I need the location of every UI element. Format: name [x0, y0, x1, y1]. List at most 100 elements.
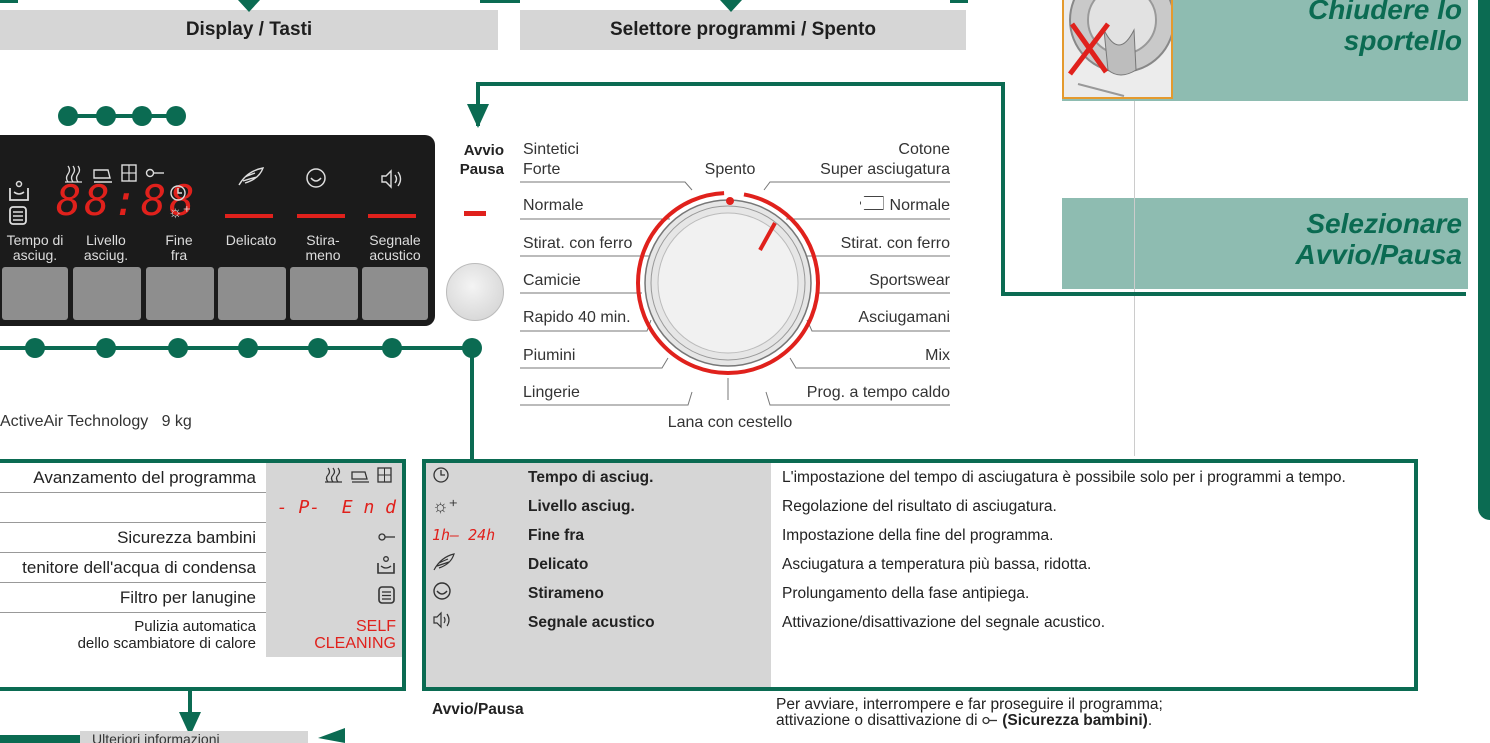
filter-icon-small [378, 585, 395, 604]
program-left-2: Normale [523, 197, 584, 214]
sun-icon: ☼⁺ [432, 496, 458, 516]
symbol-row-filter: Filtro per lanugine [0, 582, 402, 613]
sun-icon-panel: ☼⁺ [168, 204, 192, 221]
dot-bottom-5 [308, 338, 328, 358]
ironing-button[interactable] [290, 267, 358, 320]
normal-tag-icon [859, 196, 884, 210]
container-icon [9, 180, 29, 201]
dot-top-4 [166, 106, 186, 126]
program-left-3: Stirat. con ferro [523, 235, 633, 252]
feather-icon-panel [238, 167, 265, 186]
dot-bottom-3 [168, 338, 188, 358]
program-bottom-wool: Lana con cestello [667, 414, 793, 431]
start-pause-led [464, 211, 486, 216]
btn-label-delicate: Delicato [225, 232, 277, 248]
dot-bottom-1 [25, 338, 45, 358]
program-right-7: Prog. a tempo caldo [806, 384, 950, 401]
start-pause-button[interactable] [446, 263, 504, 321]
dot-bottom-6 [382, 338, 402, 358]
clock-icon [433, 467, 449, 483]
dot-top-2 [96, 106, 116, 126]
door-illustration [1062, 0, 1173, 99]
symbol-row-end: - P- E n d [0, 492, 402, 523]
program-right-4: Sportswear [869, 272, 950, 289]
top-connectors [0, 0, 968, 12]
start-pause-name: Avvio/Pausa [432, 701, 524, 718]
key-icon [378, 532, 395, 541]
speaker-icon [433, 611, 450, 629]
signal-indicator [368, 214, 416, 218]
delicate-button[interactable] [218, 267, 286, 320]
select-start-text: Selezionare Avvio/Pausa [1295, 208, 1462, 270]
function-row-drying-level: ☼⁺ Livello asciug. Regolazione del risul… [432, 496, 1057, 516]
smile-icon-panel [306, 168, 326, 188]
program-left-6: Piumini [523, 347, 576, 364]
end-in-range: 1h– 24h [432, 526, 496, 544]
container-icon-small [377, 556, 395, 574]
program-right-6: Mix [925, 347, 950, 364]
feather-icon [433, 553, 455, 571]
end-display: - P- E n d [276, 497, 396, 518]
program-left-5: Rapido 40 min. [523, 309, 631, 326]
program-right-3: Stirat. con ferro [840, 235, 950, 252]
start-pause-desc: Per avviare, interrompere e far prosegui… [776, 696, 1163, 729]
delicate-indicator [225, 214, 273, 218]
symbol-row-progress: Avanzamento del programma [0, 463, 402, 493]
dot-bottom-2 [96, 338, 116, 358]
signal-button[interactable] [362, 267, 428, 320]
header-display-keys: Display / Tasti [0, 10, 498, 50]
select-start-panel [1062, 198, 1468, 289]
functions-divider [426, 687, 1414, 691]
program-top-off: Spento [704, 161, 756, 178]
bottom-note-badge [0, 735, 80, 743]
program-dial[interactable] [520, 130, 960, 415]
btn-label-ironing: Stira-meno [305, 232, 341, 263]
key-icon-inline [982, 716, 997, 725]
drying-level-button[interactable] [73, 267, 141, 320]
smile-icon [433, 582, 451, 600]
end-in-button[interactable] [146, 267, 214, 320]
close-door-text: Chiudere lo sportello [1307, 0, 1462, 56]
door-icon [1068, 0, 1171, 97]
program-left-4: Camicie [523, 272, 581, 289]
symbol-row-container: tenitore dell'acqua di condensa [0, 552, 402, 583]
program-right-2: Normale [760, 196, 950, 216]
progress-icons [65, 164, 164, 183]
function-row-end-in: 1h– 24h Fine fra Impostazione della fine… [432, 526, 1054, 544]
dot-bottom-4 [238, 338, 258, 358]
function-row-signal: Segnale acustico Attivazione/disattivazi… [426, 608, 1414, 637]
drying-time-button[interactable] [2, 267, 68, 320]
function-row-ironing: Stirameno Prolungamento della fase antip… [426, 579, 1414, 608]
filter-icon [9, 206, 27, 225]
bottom-note-text: Ulteriori informazioni [92, 732, 220, 743]
clock-icon-panel [170, 185, 186, 201]
page-edge-tab [1478, 0, 1490, 520]
dot-top-3 [132, 106, 152, 126]
ironing-indicator [297, 214, 345, 218]
model-line: ActiveAir Technology 9 kg [0, 413, 192, 430]
progress-icons-small [325, 467, 392, 483]
dot-top-1 [58, 106, 78, 126]
bottom-note-box [80, 731, 308, 743]
functions-table: Tempo di asciug. L'impostazione del temp… [422, 459, 1418, 729]
program-left-7: Lingerie [523, 384, 580, 401]
functions-name-column [426, 463, 771, 687]
seven-segment-display: 88:88 [56, 176, 198, 225]
symbol-table: Avanzamento del programma - P- E n d Sic… [0, 459, 406, 691]
dot-bottom-7 [462, 338, 482, 358]
program-right-5: Asciugamani [858, 309, 950, 326]
speaker-icon-panel [381, 169, 402, 189]
function-row-drying-time: Tempo di asciug. L'impostazione del temp… [426, 463, 1414, 492]
symbol-row-child-lock: Sicurezza bambini [0, 522, 402, 553]
function-row-delicate: Delicato Asciugatura a temperatura più b… [426, 550, 1414, 579]
header-program-selector: Selettore programmi / Spento [520, 10, 966, 50]
page-divider [1134, 101, 1135, 456]
